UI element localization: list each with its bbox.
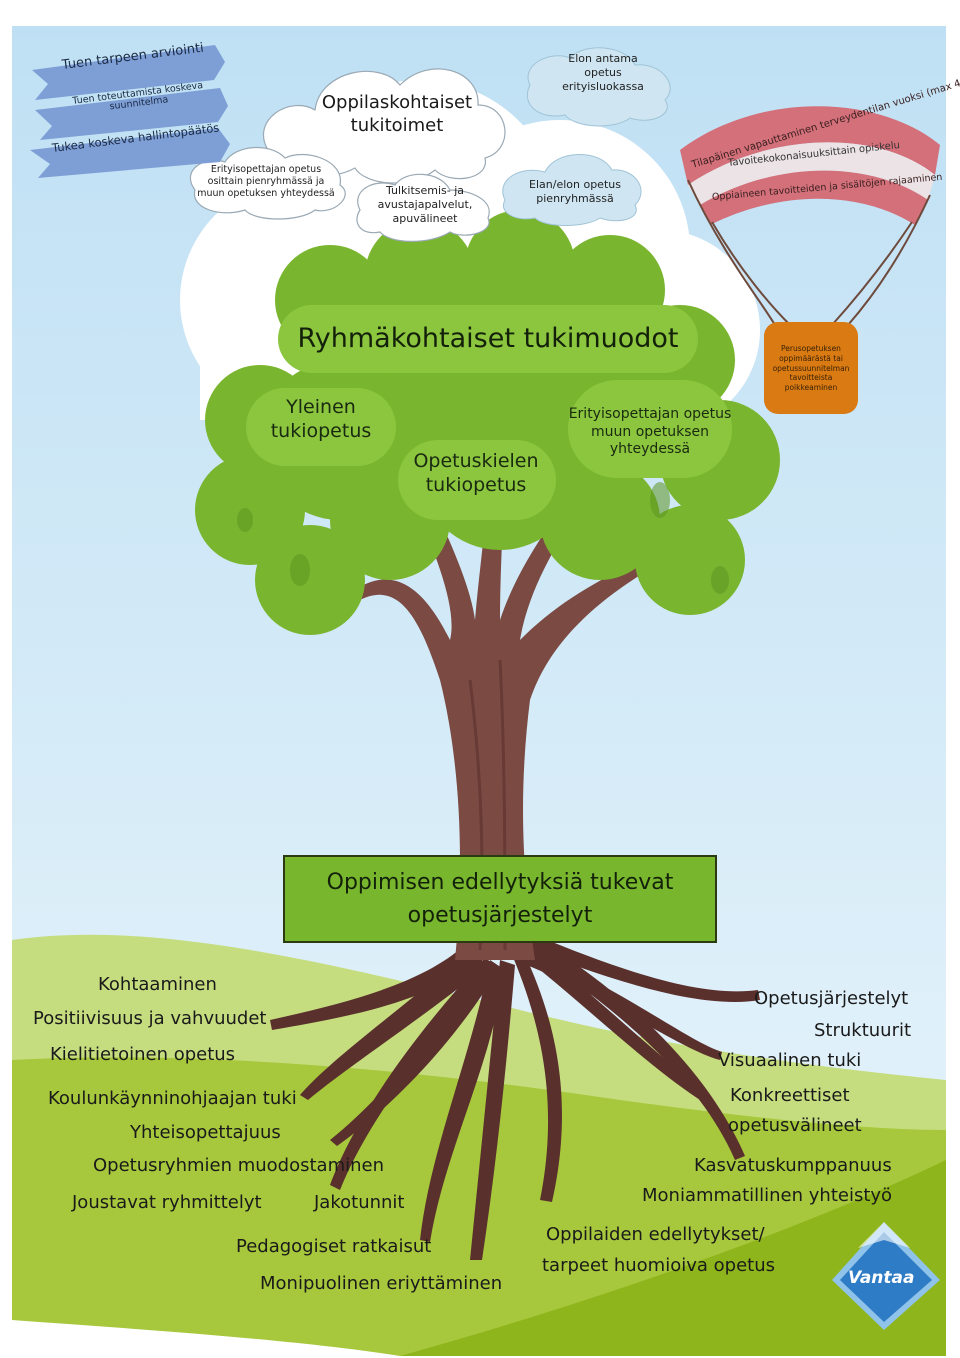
trunk-box-bg: [283, 855, 717, 943]
cloud-tulkitsemis: Tulkitsemis- ja avustajapalvelut, apuväl…: [377, 184, 473, 225]
cloud-shapes: [189, 47, 671, 242]
root-kielitietoinen: Kielitietoinen opetus: [50, 1044, 236, 1065]
tree-trunk: [355, 440, 645, 960]
cloud-elon-erityisluokassa: Elon antama opetus erityisluokassa: [562, 52, 644, 93]
cloud-oppilaskohtaiset: Oppilaskohtaiset tukitoimet: [321, 92, 473, 136]
root-opetusjarjestelyt: Opetusjärjestelyt: [754, 988, 909, 1009]
root-kohtaaminen: Kohtaaminen: [98, 974, 217, 995]
parachute: [680, 106, 940, 414]
vantaa-logo-text: Vantaa: [848, 1268, 915, 1288]
parachute-basket-text: Perusopetuksen oppimäärästä tai opetussu…: [772, 344, 850, 392]
root-oppilaiden: Oppilaiden edellytykset/: [546, 1224, 765, 1245]
root-opetusryhmien: Opetusryhmien muodostaminen: [93, 1155, 384, 1176]
blob-2-bg: [398, 440, 556, 520]
root-pedagogiset: Pedagogiset ratkaisut: [236, 1236, 432, 1257]
blob-erityisopettaja-muun: Erityisopettajan opetus muun opetuksen y…: [568, 406, 732, 457]
root-kasvatus: Kasvatuskumppanuus: [694, 1155, 892, 1176]
root-moniammatillinen: Moniammatillinen yhteistyö: [642, 1185, 893, 1206]
root-tarpeet: tarpeet huomioiva opetus: [542, 1255, 775, 1276]
root-opetusvalineet: opetusvälineet: [728, 1115, 862, 1136]
root-koulunkaynninohjaaja: Koulunkäynninohjaajan tuki: [48, 1088, 297, 1109]
grass-edge: [12, 1320, 400, 1356]
root-monipuolinen: Monipuolinen eriyttäminen: [260, 1273, 503, 1294]
root-struktuurit: Struktuurit: [814, 1020, 912, 1041]
blob-yleinen-tukiopetus: Yleinen tukiopetus: [270, 396, 372, 442]
root-konkreettiset: Konkreettiset: [730, 1085, 850, 1106]
cloud-elan-pienryhma: Elan/elon opetus pienryhmässä: [529, 178, 621, 205]
banner-ribbons: [30, 45, 230, 178]
root-positiivisuus: Positiivisuus ja vahvuudet: [33, 1008, 267, 1029]
trunk-box-label: Oppimisen edellytyksiä tukevat opetusjär…: [326, 870, 674, 928]
blob-1-bg: [246, 388, 396, 466]
blob-opetuskielen-tukiopetus: Opetuskielen tukiopetus: [413, 450, 539, 496]
grass-dark: [400, 1160, 946, 1356]
blob-3-bg: [568, 380, 732, 478]
root-visuaalinen: Visuaalinen tuki: [718, 1050, 862, 1071]
canopy-title-band: [278, 305, 698, 373]
root-joustavat: Joustavat ryhmittelyt: [72, 1192, 262, 1213]
root-jakotunnit: Jakotunnit: [314, 1192, 405, 1213]
vantaa-logo-mark: [832, 1222, 940, 1330]
canopy-title: Ryhmäkohtaiset tukimuodot: [297, 323, 679, 354]
root-yhteisopettajuus: Yhteisopettajuus: [130, 1122, 281, 1143]
cloud-erityisopettaja-pienryhma: Erityisopettajan opetus osittain pienryh…: [197, 164, 335, 199]
